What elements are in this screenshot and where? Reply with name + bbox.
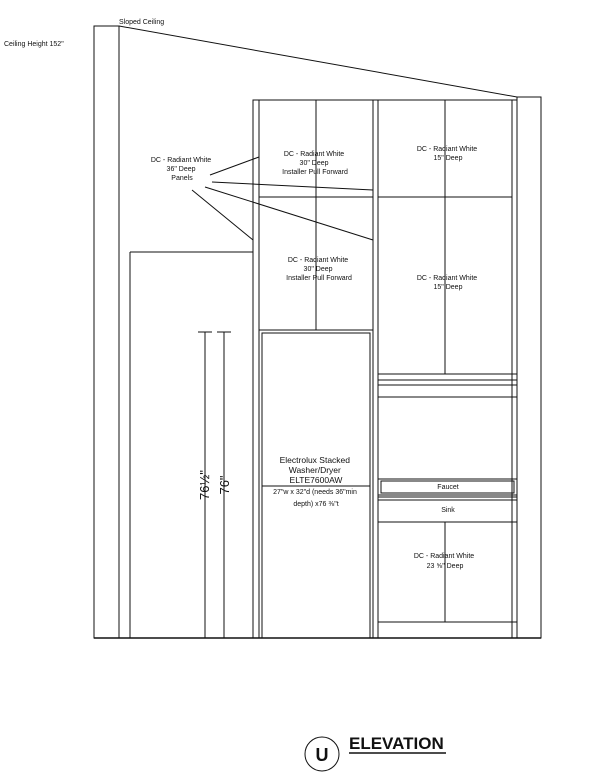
open-wall-area xyxy=(377,396,518,480)
dim-outer-label: 76½" xyxy=(197,470,212,500)
elevation-tag-circle xyxy=(304,736,340,772)
sloped-ceiling-line xyxy=(118,25,518,98)
elevation-tag-letter: U xyxy=(316,745,329,765)
upper-right-cabinet-label: DC - Radiant White 15" Deep xyxy=(417,146,479,162)
panels-leader-4 xyxy=(204,186,374,241)
faucet-band-inner xyxy=(380,480,515,494)
ceiling-height-label: Ceiling Height 152" xyxy=(4,41,64,48)
elevation-title: ELEVATION xyxy=(349,734,444,753)
faucet-band xyxy=(377,478,518,496)
panels-note: DC - Radiant White 36" Deep Panels xyxy=(151,157,213,182)
middle-right-cabinet-label: DC - Radiant White 15" Deep xyxy=(417,275,479,291)
panels-leader-3 xyxy=(191,189,254,241)
left-wall xyxy=(93,25,120,639)
center-divider-panel xyxy=(372,99,379,639)
upper-left-cabinet-label: DC - Radiant White 30" Deep Installer Pu… xyxy=(282,151,348,176)
right-wall xyxy=(516,96,542,639)
washer-spec-label: 27"w x 32"d (needs 36"min depth) x76 ⅜"t xyxy=(273,489,359,508)
left-tall-panel xyxy=(252,99,260,639)
middle-left-cabinet-label: DC - Radiant White 30" Deep Installer Pu… xyxy=(286,257,352,282)
base-cabinet-label: DC - Radiant White 23 ⅝" Deep xyxy=(414,553,476,570)
right-tall-panel xyxy=(511,99,518,639)
washer-dryer-label: Electrolux Stacked Washer/Dryer ELTE7600… xyxy=(280,455,353,485)
faucet-label: Faucet xyxy=(437,484,458,491)
dim-inner-label: 76" xyxy=(217,475,232,494)
sink-label: Sink xyxy=(441,507,455,514)
panels-leader-2 xyxy=(211,181,374,191)
sloped-ceiling-label: Sloped Ceiling xyxy=(119,19,164,26)
panels-leader-1 xyxy=(209,156,260,176)
